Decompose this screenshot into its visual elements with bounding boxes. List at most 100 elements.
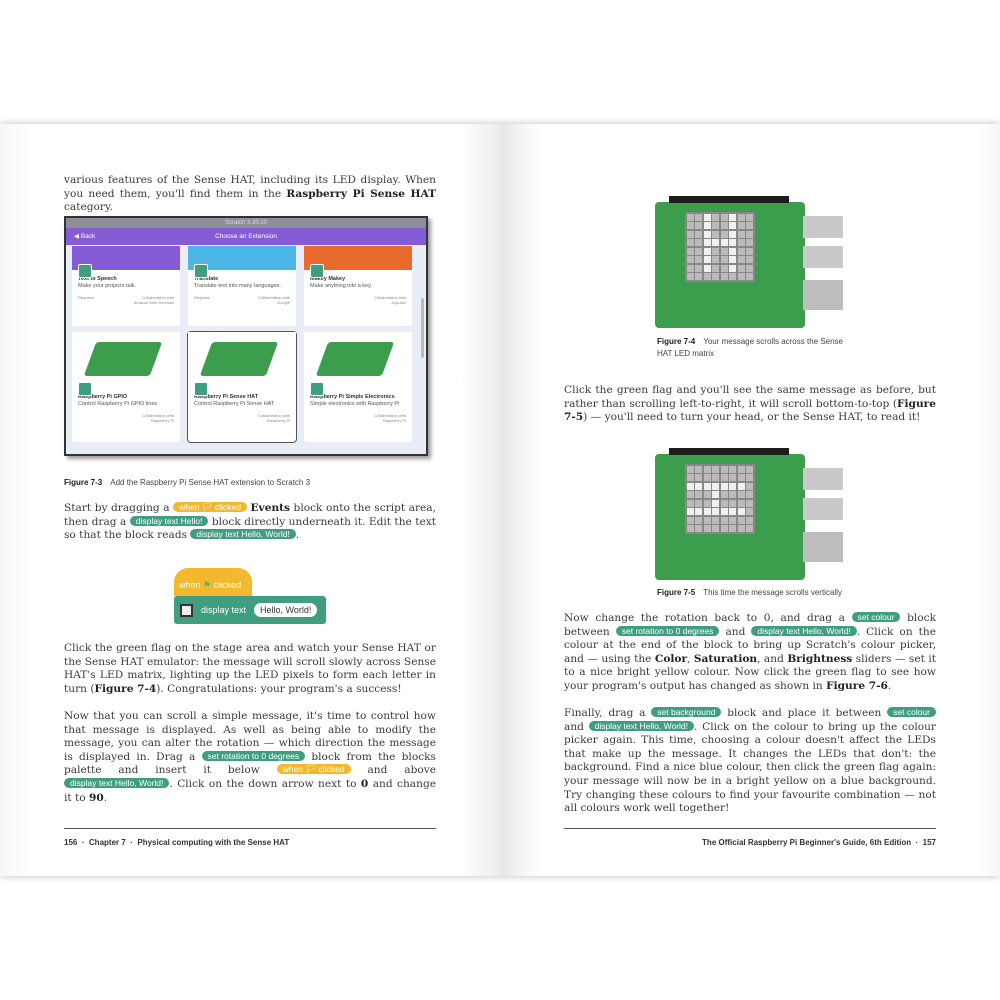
scratch-block-pill: display text Hello!: [129, 515, 209, 526]
header-title: Choose an Extension: [215, 233, 277, 240]
scratch-block-pill: display text Hello, World!: [190, 529, 296, 540]
led-matrix: [685, 212, 755, 282]
usb-port: [803, 498, 843, 520]
scratch-block-pill: display text Hello, World!: [751, 625, 857, 636]
extension-card[interactable]: Raspberry Pi Sense HAT Control Raspberry…: [187, 331, 297, 443]
text: block and place it between: [721, 707, 888, 719]
text: . Click on the down arrow next to: [169, 777, 361, 790]
requires-label: Requires: [78, 295, 95, 300]
extension-header: ◀ Back Choose an Extension: [66, 228, 426, 245]
events-block-pill: when 🏳 clicked: [276, 764, 351, 775]
text: Now change the rotation back to 0, and d…: [564, 612, 852, 624]
page-footer: The Official Raspberry Pi Beginner's Gui…: [702, 838, 936, 847]
text: . Click on the colour at the end of the …: [564, 625, 937, 665]
text: .: [103, 791, 108, 804]
usb-port: [803, 246, 843, 268]
collaboration-label: Collaboration with: [374, 295, 406, 300]
window-title: Scratch 3.30.10: [66, 218, 426, 228]
paragraph: Start by dragging a when 🏳 clicked Event…: [64, 502, 436, 543]
extension-image: [188, 246, 296, 278]
collaboration-label: Collaboration with: [258, 295, 290, 300]
text: Click the green flag and you'll see the …: [564, 384, 936, 410]
back-button[interactable]: ◀ Back: [74, 233, 96, 240]
when-flag-clicked-block: when ⚑ clicked: [174, 568, 252, 596]
extension-description: Control Raspberry Pi Sense HAT: [194, 401, 275, 407]
extension-description: Make anything into a key.: [310, 283, 372, 289]
paragraph: Finally, drag a set background block and…: [564, 707, 936, 816]
events-block-pill: when 🏳 clicked: [173, 502, 247, 512]
text: and: [564, 720, 589, 733]
paragraph: various features of the Sense HAT, inclu…: [64, 174, 436, 215]
partner-name: Google: [277, 300, 290, 305]
extension-card[interactable]: Text to Speech Make your projects talk. …: [72, 246, 180, 326]
collaboration-label: Collaboration with: [374, 413, 406, 418]
partner-name: Raspberry Pi: [382, 418, 406, 423]
bold-text: Raspberry Pi Sense HAT: [286, 187, 437, 200]
text: block from the blocks palette and insert…: [64, 750, 436, 777]
scratch-block-pill: display text Hello, World!: [588, 720, 695, 731]
sense-hat-photo-2: [655, 448, 845, 586]
paragraph: Click the green flag and you'll see the …: [564, 384, 936, 425]
text: Start by dragging a: [64, 502, 174, 514]
scratch-block-pill: set rotation to 0 degrees: [615, 625, 720, 636]
collaboration-label: Collaboration with: [142, 413, 174, 418]
text: category.: [64, 201, 113, 214]
extension-card[interactable]: Makey Makey Make anything into a key. Co…: [304, 246, 412, 326]
scratch-script: when ⚑ clicked display text Hello, World…: [174, 568, 326, 624]
sense-hat-photo-1: [655, 196, 845, 334]
left-page: various features of the Sense HAT, inclu…: [0, 124, 500, 876]
text: .: [295, 529, 300, 542]
text: block between: [564, 612, 936, 638]
extension-title: Raspberry Pi Sense HAT: [194, 394, 259, 400]
text: block onto the script area, then drag a: [64, 502, 436, 528]
extension-title: Raspberry Pi Simple Electronics: [310, 394, 395, 400]
text: ). Congratulations: your program's a suc…: [156, 682, 402, 695]
collaboration-label: Collaboration with: [142, 295, 174, 300]
extension-card[interactable]: Raspberry Pi Simple Electronics Simple e…: [304, 332, 412, 442]
extension-icon: [78, 382, 92, 396]
text: , and: [757, 652, 788, 665]
book-spread: various features of the Sense HAT, inclu…: [0, 124, 1000, 876]
extension-image: [304, 246, 412, 278]
extension-title: Makey Makey: [310, 276, 346, 282]
scratch-block-pill: set background: [651, 707, 722, 717]
bold-text: Figure 7-5: [564, 397, 936, 424]
text-input[interactable]: Hello, World!: [254, 603, 318, 617]
extension-image: [188, 332, 296, 396]
text: block directly underneath it. Edit the t…: [64, 515, 436, 542]
text: ,: [687, 652, 694, 665]
extension-description: Make your projects talk.: [78, 283, 137, 289]
extension-image: [72, 246, 180, 278]
extension-description: Translate text into many languages.: [194, 283, 281, 289]
bold-text: Brightness: [787, 652, 853, 665]
extension-icon: [78, 264, 92, 278]
text: Click the green flag on the stage area a…: [64, 642, 436, 695]
bold-text: Figure 7-4: [94, 682, 157, 695]
extension-card[interactable]: Raspberry Pi GPIO Control Raspberry Pi G…: [72, 332, 180, 442]
extension-icon: [310, 264, 324, 278]
footer-rule: [64, 828, 436, 829]
scratch-block-pill: display text Hello, World!: [64, 777, 170, 788]
text: .: [887, 679, 892, 692]
text: and change it to: [64, 777, 436, 804]
extension-title: Translate: [194, 276, 219, 282]
text: and above: [350, 764, 436, 777]
text: ) — you'll need to turn your head, or th…: [583, 411, 921, 424]
scratch-block-pill: set colour: [851, 612, 901, 622]
text: various features of the Sense HAT, inclu…: [64, 174, 436, 200]
footer-rule: [564, 828, 936, 829]
extension-card[interactable]: Translate Translate text into many langu…: [188, 246, 296, 326]
bold-text: Events: [250, 502, 291, 514]
led-matrix-icon: [180, 603, 193, 617]
extension-title: Text to Speech: [78, 276, 117, 282]
paragraph: Click the green flag on the stage area a…: [64, 642, 436, 696]
text: Finally, drag a: [564, 707, 652, 719]
display-text-block: display text Hello, World!: [174, 596, 326, 624]
bold-text: Figure 7-6: [826, 679, 888, 692]
bold-text: Color: [654, 652, 688, 665]
scrollbar[interactable]: [421, 298, 424, 358]
extension-icon: [194, 264, 208, 278]
ethernet-port: [803, 280, 843, 310]
